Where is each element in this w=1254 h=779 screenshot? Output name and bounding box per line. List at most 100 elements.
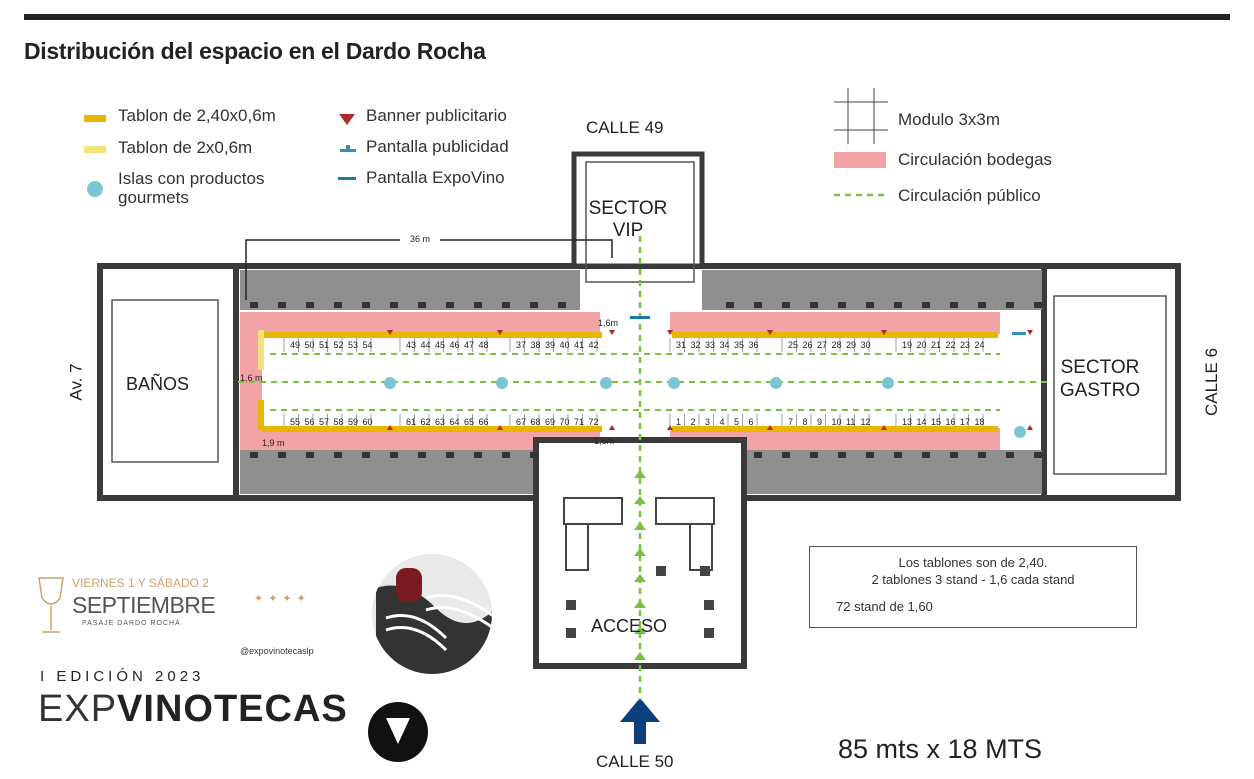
entrance-bench-left (565, 523, 589, 571)
pillar (754, 452, 762, 458)
legend-islands-2: gourmets (118, 188, 189, 207)
legend-right: Modulo 3x3m Circulación bodegas Circulac… (834, 88, 1094, 212)
public-arrow-icon (634, 626, 646, 634)
stand-number-top: 40 (559, 340, 570, 350)
acceso-label: ACCESO (591, 616, 668, 636)
gastro-label-1: SECTOR (1060, 357, 1140, 378)
pillar (950, 452, 958, 458)
pillar (894, 452, 902, 458)
stand-number-top: 33 (705, 340, 716, 350)
stand-number-top: 36 (748, 340, 759, 350)
stand-number-bottom: 70 (559, 417, 570, 427)
public-arrow-icon (634, 652, 646, 660)
gourmet-island (770, 377, 782, 389)
pink-top-a (240, 312, 600, 334)
stand-number-top: 42 (588, 340, 599, 350)
note-line-3: 72 stand de 1,60 (836, 599, 933, 614)
promo-social: @expovinotecaslp (240, 646, 314, 656)
pillar (250, 452, 258, 458)
stand-number-bottom: 66 (478, 417, 489, 427)
tables-left-bottom (258, 400, 264, 430)
stand-number-bottom: 9 (817, 417, 823, 427)
pillar (782, 302, 790, 308)
stand-number-top: 50 (304, 340, 315, 350)
stand-number-top: 30 (860, 340, 871, 350)
entrance-bench-right (689, 523, 713, 571)
pillar (306, 452, 314, 458)
promo-brand-b: VINOTECAS (117, 688, 348, 730)
pillar (978, 302, 986, 308)
pillar (502, 302, 510, 308)
promo-logo-v (386, 718, 410, 744)
promo-brand-a: EXP (38, 688, 118, 730)
tablon-240-swatch (84, 115, 106, 122)
stand-number-bottom: 15 (931, 417, 942, 427)
stand-number-bottom: 8 (802, 417, 808, 427)
pillar (894, 302, 902, 308)
stand-number-bottom: 67 (516, 417, 527, 427)
tables-top-a (262, 332, 602, 338)
banner-icon (767, 330, 773, 335)
entrance-furniture-left (563, 497, 623, 525)
pillar (950, 302, 958, 308)
banos-label: BAÑOS (126, 374, 190, 394)
pillar (838, 452, 846, 458)
stand-number-bottom: 56 (304, 417, 315, 427)
note-line-1: Los tablones son de 2,40. (898, 555, 1048, 570)
stand-number-top: 24 (974, 340, 985, 350)
entrance-pillar (656, 566, 666, 576)
banner-icon (497, 425, 503, 430)
stand-number-bottom: 68 (530, 417, 541, 427)
island-dot (87, 181, 103, 197)
pillar (530, 302, 538, 308)
public-arrow-icon (634, 600, 646, 608)
stand-number-top: 29 (846, 340, 857, 350)
gastro-room (1053, 295, 1167, 475)
entrance-furniture-right (655, 497, 715, 525)
stand-number-bottom: 59 (348, 417, 359, 427)
pillar (278, 302, 286, 308)
legend-circ-publico: Circulación público (898, 186, 1041, 205)
notes-box: Los tablones son de 2,40. 2 tablones 3 s… (809, 546, 1137, 628)
top-rule (24, 14, 1230, 20)
vip-label: SECTOR VIP (586, 198, 670, 242)
ad-screen (1012, 332, 1026, 335)
pillar (782, 452, 790, 458)
stand-number-top: 52 (333, 340, 344, 350)
legend-banner: Banner publicitario (366, 106, 507, 125)
gourmet-island (384, 377, 396, 389)
pillar (418, 302, 426, 308)
expovino-screen (630, 316, 650, 319)
stand-number-top: 49 (290, 340, 301, 350)
pillar (390, 302, 398, 308)
banner-icon (1027, 330, 1033, 335)
stand-number-top: 53 (348, 340, 359, 350)
pillar (418, 452, 426, 458)
pillar (866, 452, 874, 458)
entrance-pillar (704, 628, 714, 638)
promo-date: VIERNES 1 Y SÁBADO 2 (72, 576, 209, 590)
stand-number-top: 26 (802, 340, 813, 350)
entry-arrow-icon (620, 698, 660, 744)
banner-icon (1027, 425, 1033, 430)
stand-number-top: 21 (931, 340, 942, 350)
stand-number-bottom: 65 (464, 417, 475, 427)
promo-edition: I EDICIÓN 2023 (40, 668, 205, 685)
entrance-pillar (700, 566, 710, 576)
legend-islands: Islas con productos (118, 169, 265, 188)
stand-number-bottom: 7 (788, 417, 794, 427)
dimension-aisle-top: 1,6m (598, 318, 619, 328)
legend-left: Tablon de 2,40x0,6m Tablon de 2x0,6m Isl… (84, 106, 324, 216)
stand-number-bottom: 10 (831, 417, 842, 427)
banner-icon (609, 330, 615, 335)
pillar (810, 302, 818, 308)
pink-bottom-b (670, 428, 1000, 450)
pillar (278, 452, 286, 458)
stand-number-bottom: 11 (846, 417, 856, 427)
stand-number-bottom: 4 (719, 417, 725, 427)
stand-number-top: 54 (362, 340, 373, 350)
pillar (726, 302, 734, 308)
dimension-left-top: 1,6 m (240, 373, 263, 383)
vip-room (571, 151, 705, 269)
stand-number-top: 37 (516, 340, 527, 350)
